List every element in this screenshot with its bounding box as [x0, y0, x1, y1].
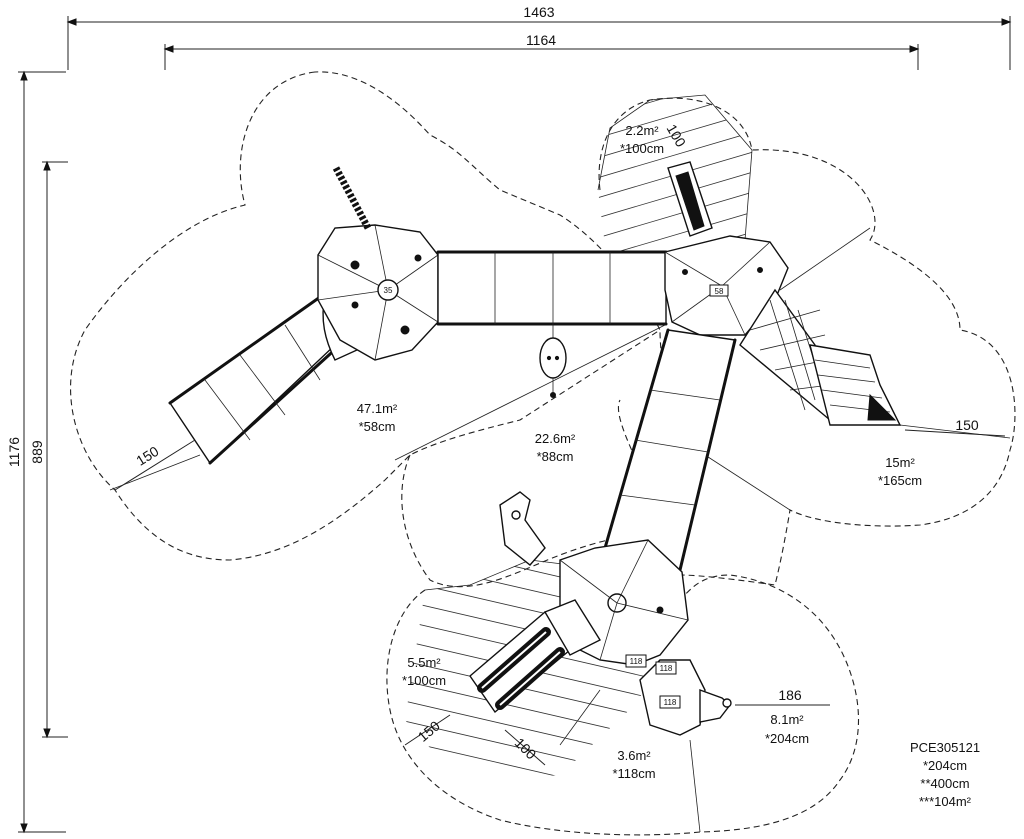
zone-bottom-right-fall-height: *204cm — [765, 731, 809, 746]
top-slide-zone-edge — [597, 94, 753, 241]
safety-zone-bottom — [386, 574, 859, 836]
safety-zone-top — [598, 97, 1016, 586]
zone-divider — [899, 424, 1011, 439]
structure-depth-label: 889 — [29, 440, 45, 464]
top-slide-width-dimension: 100 — [664, 121, 690, 149]
zone-center-area: 22.6m² — [535, 431, 576, 446]
double-slide-width-label: 100 — [512, 735, 540, 763]
climbing-net — [739, 288, 902, 426]
slide-run-left-label: 150 — [133, 443, 161, 469]
zone-left-area: 47.1m² — [357, 401, 398, 416]
dimension-overall-width: 1463 — [66, 4, 1012, 70]
slide-run-right-dimension: 150 — [904, 417, 1006, 437]
zone-top-area: 2.2m² — [625, 123, 659, 138]
zone-right-fall-height: *165cm — [878, 473, 922, 488]
net-clearance-dimension: 186 — [735, 687, 830, 706]
dimension-structure-width: 1164 — [163, 32, 920, 70]
side-panel — [499, 491, 546, 566]
upper-left-tower-label: 35 — [384, 286, 393, 295]
double-slide — [469, 599, 602, 714]
slide-run-right-label: 150 — [955, 417, 979, 433]
structure-width-label: 1164 — [526, 32, 556, 48]
net-clearance-label: 186 — [778, 687, 802, 703]
product-info: PCE305121 *204cm **400cm ***104m² — [910, 740, 980, 809]
double-slide-run-label: 150 — [415, 717, 443, 744]
zone-divider — [779, 227, 871, 291]
horizontal-bridge — [436, 250, 668, 326]
overall-width-label: 1463 — [523, 4, 554, 20]
upper-right-tower-label: 58 — [715, 287, 724, 296]
product-line-2: **400cm — [920, 776, 969, 791]
safety-zone-left — [70, 71, 661, 561]
dimension-overall-depth: 1176 — [6, 70, 66, 834]
zone-right-area: 15m² — [885, 455, 915, 470]
top-slide — [667, 161, 713, 237]
zone-bottom-center-fall-height: *118cm — [612, 766, 655, 781]
upper-right-tower: 58 — [664, 235, 789, 336]
zone-divider — [394, 324, 666, 461]
product-line-1: *204cm — [923, 758, 967, 773]
zone-top-fall-height: *100cm — [620, 141, 664, 156]
diagonal-bridge — [603, 328, 737, 572]
product-line-3: ***104m² — [919, 794, 972, 809]
zone-divider — [689, 739, 701, 833]
zone-divider — [704, 454, 791, 511]
lower-tower-label-b: 118 — [660, 664, 673, 673]
zone-divider — [559, 689, 601, 746]
small-lower-platform: 118 118 — [639, 659, 732, 736]
slide-run-left-dimension: 150 — [114, 439, 196, 491]
product-code: PCE305121 — [910, 740, 980, 755]
zone-left-fall-height: *58cm — [359, 419, 396, 434]
lower-tower-label-c: 118 — [664, 698, 677, 707]
overall-depth-label: 1176 — [6, 437, 22, 467]
zone-bottom-left-area: 5.5m² — [407, 655, 441, 670]
double-slide-width-dimension: 100 — [504, 729, 546, 766]
spring-climber — [332, 166, 372, 230]
zone-bottom-left-fall-height: *100cm — [402, 673, 446, 688]
hanging-seat — [539, 324, 567, 398]
top-slide-width-label: 100 — [664, 121, 690, 149]
zone-bottom-center-area: 3.6m² — [617, 748, 651, 763]
lower-tower-label-a: 118 — [630, 657, 643, 666]
zone-center-fall-height: *88cm — [537, 449, 574, 464]
dimension-structure-depth: 889 — [29, 160, 68, 739]
zone-bottom-right-area: 8.1m² — [770, 712, 804, 727]
